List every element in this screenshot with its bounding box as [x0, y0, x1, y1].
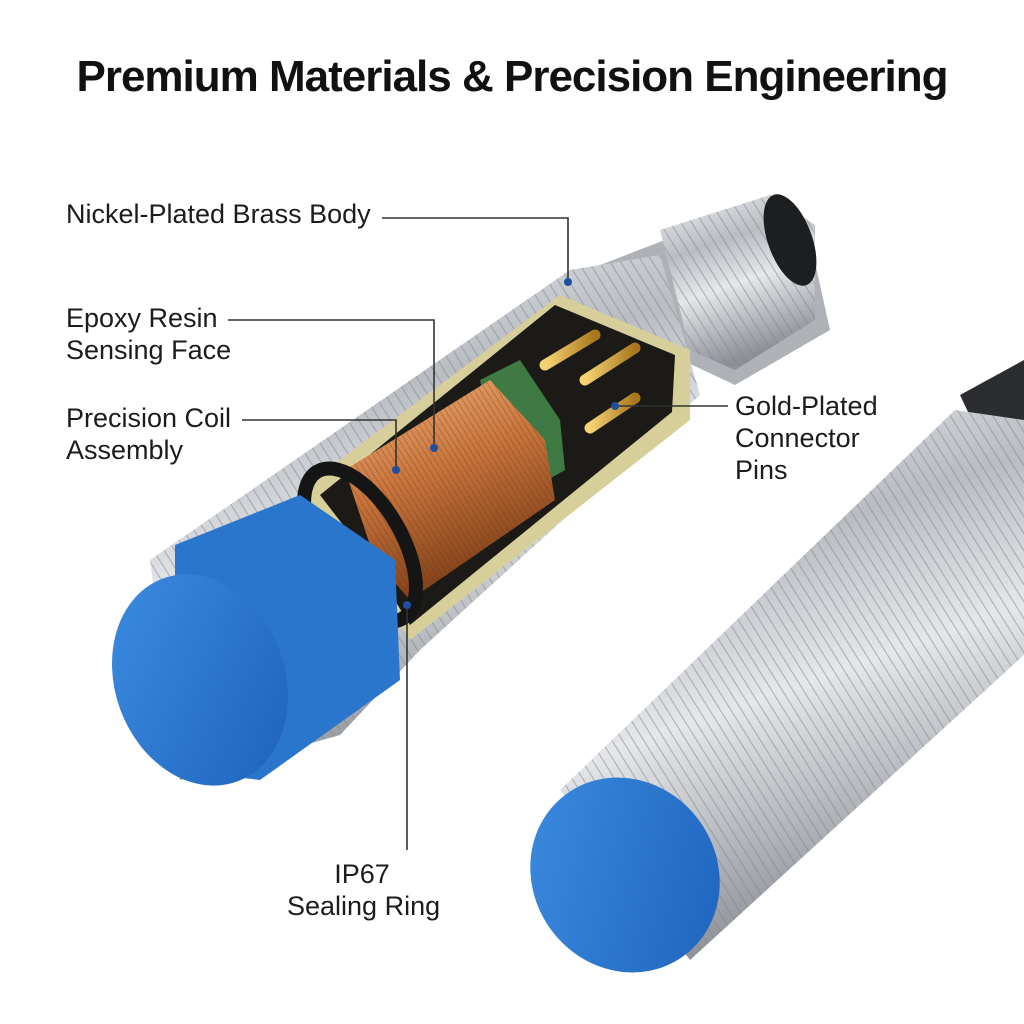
- second-sensing-face: [530, 777, 720, 973]
- callout-nickel-plated-brass-body: Nickel-Plated Brass Body: [66, 198, 371, 230]
- page-title: Premium Materials & Precision Engineerin…: [76, 52, 948, 101]
- callout-gold-plated-connector-pins: Gold-Plated Connector Pins: [735, 390, 878, 486]
- callout-precision-coil-assembly: Precision Coil Assembly: [66, 402, 231, 466]
- leader-epoxy: [228, 319, 435, 448]
- callout-line: Precision Coil: [66, 403, 232, 433]
- leader-ring-dot: [403, 601, 411, 609]
- coil: [345, 380, 555, 600]
- callout-line: Assembly: [66, 435, 184, 465]
- leader-pins-dot: [611, 402, 619, 410]
- callout-line: Nickel-Plated Brass Body: [66, 199, 371, 229]
- callout-line: Sensing Face: [66, 335, 232, 365]
- callout-line: Gold-Plated: [735, 391, 878, 421]
- main-sensor: [111, 194, 830, 786]
- leader-body-dot: [564, 278, 572, 286]
- sensing-face: [111, 574, 289, 786]
- second-sensor: [530, 360, 1024, 973]
- callout-ip67-sealing-ring: IP67 Sealing Ring: [287, 858, 441, 922]
- connector-pins: [539, 329, 641, 434]
- connector-end: [763, 194, 817, 286]
- callout-line: Sealing Ring: [287, 891, 441, 921]
- callout-line: Connector: [735, 423, 860, 453]
- leader-epoxy-dot: [430, 444, 438, 452]
- callout-line: Epoxy Resin: [66, 303, 218, 333]
- callout-epoxy-resin-sensing-face: Epoxy Resin Sensing Face: [66, 302, 231, 366]
- leader-coil: [242, 419, 397, 470]
- callout-line: Pins: [735, 455, 788, 485]
- callout-line: IP67: [334, 859, 390, 889]
- leader-body: [382, 217, 569, 282]
- leader-lines: [228, 217, 728, 850]
- leader-coil-dot: [392, 466, 400, 474]
